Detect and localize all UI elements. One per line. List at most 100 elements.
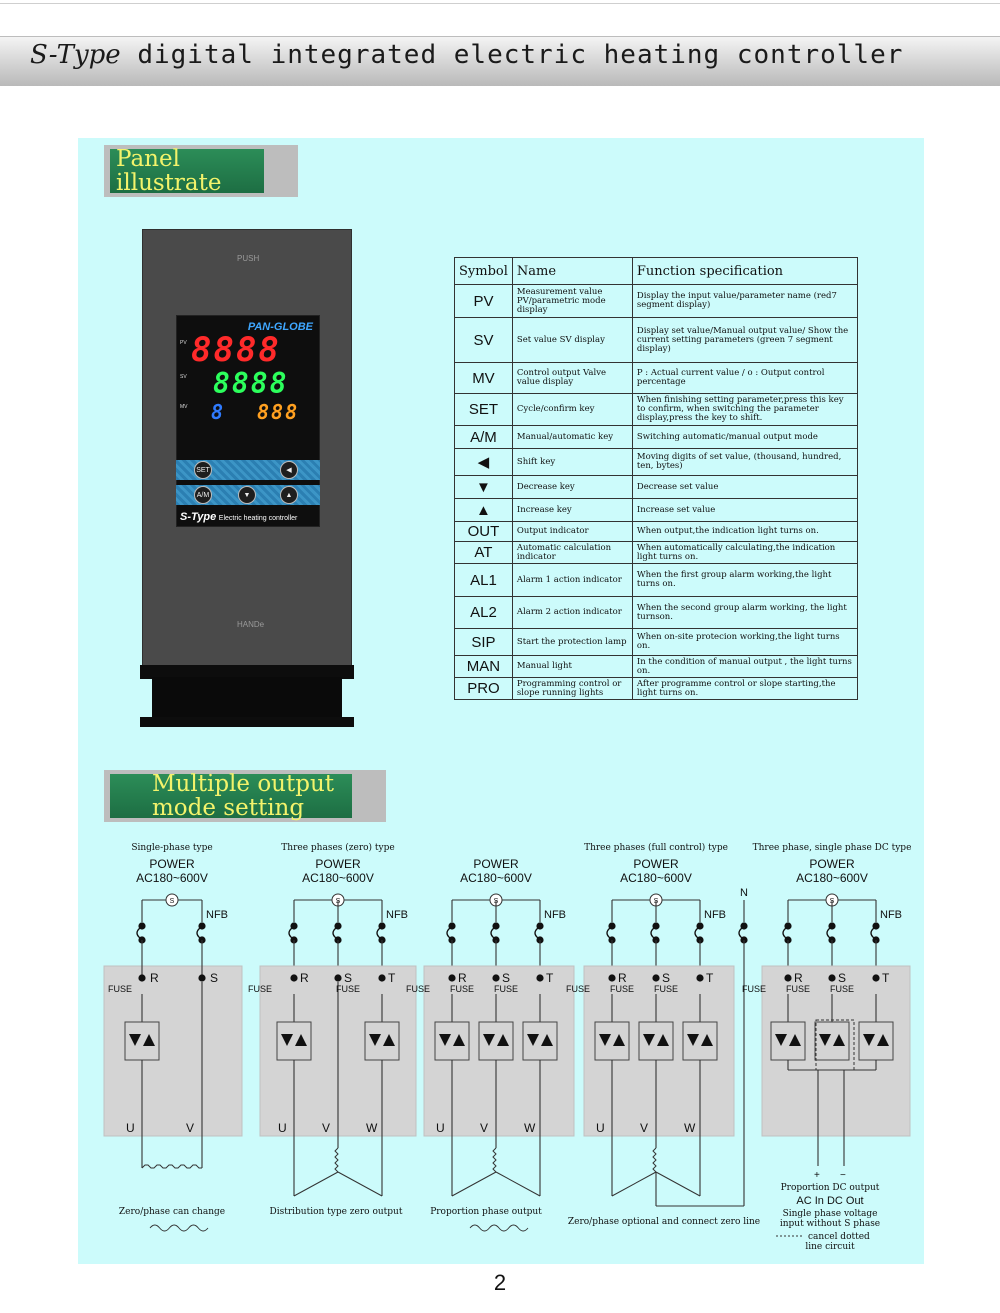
- scr-diode-up: [143, 1034, 155, 1046]
- terminal-dot: [378, 922, 386, 930]
- header-brand: S-Type: [30, 40, 121, 70]
- resistor-zigzag: [652, 1147, 657, 1173]
- dc-note: Single phase voltage: [783, 1209, 878, 1219]
- section-title-output: Multiple output mode setting: [110, 772, 352, 820]
- r-label: R: [150, 971, 159, 985]
- phase-label: S: [838, 971, 846, 985]
- terminal-dot: [536, 922, 544, 930]
- fuse-label: FUSE: [108, 984, 132, 994]
- row-name: Measurement value PV/parametric mode dis…: [511, 284, 633, 318]
- phase-label: R: [300, 971, 309, 985]
- row-function: When finishing setting parameter,press t…: [631, 393, 859, 426]
- scr-diode-up: [833, 1034, 845, 1046]
- controller-device: PUSH HANDe PAN-GLOBE PV 8888 SV 8888 MV …: [140, 229, 354, 729]
- row-name: Alarm 1 action indicator: [511, 563, 633, 597]
- row-symbol: SET: [454, 393, 513, 426]
- row-symbol: MV: [454, 362, 513, 394]
- fuse-label: FUSE: [494, 984, 518, 994]
- controller-box: [761, 965, 911, 1137]
- source-s-label: S: [170, 898, 175, 905]
- voltage-label: AC180~600V: [796, 871, 868, 885]
- phase-label: T: [882, 971, 890, 985]
- triangle-down-icon: ▼: [243, 491, 251, 499]
- device-brand: S-Type Electric heating controller: [180, 511, 297, 523]
- shift-key[interactable]: ◀: [280, 461, 298, 479]
- header-name: Name: [511, 257, 633, 285]
- row-symbol: A/M: [454, 425, 513, 449]
- phase-label: T: [706, 971, 714, 985]
- breaker-arc: [826, 927, 831, 939]
- decrease-key[interactable]: ▼: [238, 486, 256, 504]
- terminal-dot: [198, 922, 206, 930]
- scr-diode-up: [877, 1034, 889, 1046]
- power-label: POWER: [633, 857, 679, 871]
- row-symbol: OUT: [454, 521, 513, 542]
- header-symbol: Symbol: [454, 257, 513, 285]
- breaker-arc: [490, 927, 495, 939]
- sv-label: SV: [180, 374, 187, 380]
- output-phase-label: W: [366, 1121, 378, 1135]
- diagram-type-label: Single-phase type: [131, 843, 212, 853]
- push-label: PUSH: [237, 254, 260, 263]
- row-function: When output,the indication light turns o…: [631, 521, 859, 542]
- breaker-arc: [870, 927, 875, 939]
- diagram-type-label: Three phase, single phase DC type: [753, 843, 912, 853]
- nfb-label: NFB: [880, 909, 902, 921]
- power-label: POWER: [315, 857, 361, 871]
- power-label: POWER: [809, 857, 855, 871]
- terminal-dot: [536, 974, 544, 982]
- nfb-label: NFB: [386, 909, 408, 921]
- set-key[interactable]: SET: [194, 461, 212, 479]
- load-leg: [337, 1171, 383, 1197]
- row-symbol: ▲: [454, 498, 513, 522]
- output-phase-label: V: [480, 1121, 488, 1135]
- nfb-label: NFB: [704, 909, 726, 921]
- row-name: Alarm 2 action indicator: [511, 596, 633, 629]
- breaker-arc: [534, 927, 539, 939]
- am-key[interactable]: A/M: [194, 486, 212, 504]
- breaker-arc: [288, 927, 293, 939]
- increase-key[interactable]: ▲: [280, 486, 298, 504]
- row-name: Shift key: [511, 448, 633, 476]
- fuse-label: FUSE: [406, 984, 430, 994]
- device-base: [140, 717, 354, 727]
- scr-diode-down: [687, 1034, 699, 1046]
- terminal-dot: [784, 922, 792, 930]
- s-label: S: [210, 971, 218, 985]
- dc-note: AC In DC Out: [796, 1195, 863, 1207]
- row-symbol: ▼: [454, 475, 513, 499]
- sv-display: 8888: [213, 367, 289, 400]
- scr-diode-down: [643, 1034, 655, 1046]
- scr-diode-down: [527, 1034, 539, 1046]
- voltage-label: AC180~600V: [302, 871, 374, 885]
- scr-diode-down: [819, 1034, 831, 1046]
- triangle-up-icon: ▲: [285, 491, 293, 499]
- scr-diode-up: [541, 1034, 553, 1046]
- output-phase-label: U: [278, 1121, 287, 1135]
- breaker-arc: [196, 927, 201, 939]
- breaker-arc: [782, 927, 787, 939]
- phase-label: R: [458, 971, 467, 985]
- breaker-arc: [694, 927, 699, 939]
- mv-label: MV: [180, 404, 188, 410]
- power-label: POWER: [149, 857, 195, 871]
- terminal-dot: [290, 974, 298, 982]
- row-function: In the condition of manual output , the …: [631, 655, 859, 678]
- row-symbol: AL1: [454, 563, 513, 597]
- scr-diode-up: [295, 1034, 307, 1046]
- row-symbol: AL2: [454, 596, 513, 629]
- v-label: V: [186, 1121, 194, 1135]
- load-leg: [495, 1171, 541, 1197]
- terminal-dot: [872, 974, 880, 982]
- pv-display: 8888: [191, 330, 281, 370]
- terminal-dot: [334, 922, 342, 930]
- fuse-label: FUSE: [830, 984, 854, 994]
